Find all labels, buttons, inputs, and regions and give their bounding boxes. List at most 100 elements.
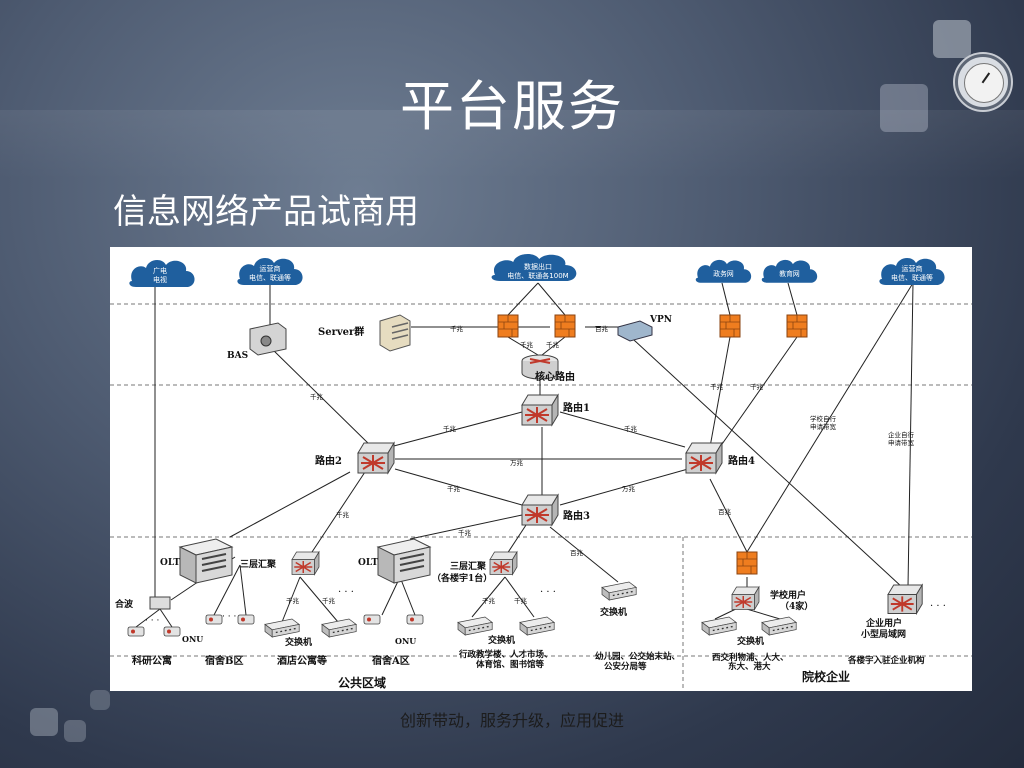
cloud-isp-right: 运营商 电信、联通等 <box>879 257 945 285</box>
site-label: 东大、港大 <box>728 661 771 672</box>
cloud-data-exit-label: 电信、联通各100M <box>507 271 568 280</box>
switch-label: 交换机 <box>285 636 312 648</box>
svg-text:电信、联通等: 电信、联通等 <box>891 273 933 282</box>
page-title: 平台服务 <box>400 75 624 138</box>
splitter-device <box>149 596 171 610</box>
link-label: 企业自行 <box>888 430 915 439</box>
onu-left-label: ONU <box>182 634 203 644</box>
onu-mid-label: ONU <box>395 636 416 646</box>
school-users-label: 学校用户 <box>770 589 806 601</box>
link-label: 百兆 <box>570 548 584 557</box>
site-label: 科研公寓 <box>132 654 172 667</box>
ellipsis: · · · <box>930 601 946 612</box>
router-2 <box>357 442 395 474</box>
link-label: 千兆 <box>336 510 350 519</box>
link-label: 千兆 <box>447 484 461 493</box>
router-1-label: 路由1 <box>563 401 590 414</box>
link-label: 申请带宽 <box>888 438 915 447</box>
onu-icon <box>127 626 145 637</box>
connection-lines <box>135 282 914 628</box>
switch-label: 交换机 <box>488 634 515 646</box>
cloud-edu-net: 教育网 <box>761 259 818 283</box>
svg-text:广电: 广电 <box>153 266 167 275</box>
olt-left <box>179 538 233 584</box>
link-label: 万兆 <box>510 458 524 467</box>
network-diagram: 广电 电视 运营商 电信、联通等 数据出口 电信、联通各100M 政务网 教育网… <box>110 247 972 691</box>
slide-footer: 创新带动，服务升级，应用促进 <box>399 711 624 730</box>
ellipsis: · · · <box>222 612 236 622</box>
olt-mid-label: OLT <box>358 558 378 568</box>
slide-subtitle: 信息网络产品试商用 <box>113 192 419 232</box>
enterprise-switch <box>887 584 924 615</box>
switch-icon <box>264 618 300 638</box>
site-label: 体育馆、图书馆等 <box>476 659 545 670</box>
site-label: 公安分局等 <box>604 661 647 672</box>
school-users-count: （4家） <box>780 600 813 612</box>
cloud-data-exit-label: 数据出口 <box>524 262 552 271</box>
splitter-label: 合波 <box>115 598 134 610</box>
ellipsis: · · · <box>540 587 556 598</box>
link-label: 千兆 <box>546 340 560 349</box>
firewall-icon <box>719 314 741 338</box>
site-label: 西交利物浦、人大、 <box>712 652 789 663</box>
link-label: 千兆 <box>710 382 724 391</box>
zone-campus-label: 院校企业 <box>802 669 850 684</box>
decorative-square <box>933 20 971 58</box>
cloud-isp: 运营商 电信、联通等 <box>237 257 303 285</box>
link-label: 百兆 <box>595 324 609 333</box>
switch-icon <box>457 616 493 636</box>
olt-left-label: OLT <box>160 558 180 568</box>
school-router <box>731 586 760 611</box>
olt-mid <box>377 538 431 584</box>
switch-label: 交换机 <box>600 606 627 618</box>
firewall-icon <box>497 314 519 338</box>
link-label: 百兆 <box>718 507 732 516</box>
header-band <box>0 110 1024 180</box>
svg-text:政务网: 政务网 <box>713 269 734 278</box>
onu-icon <box>406 614 424 625</box>
switch-icon <box>601 581 637 601</box>
site-label: 酒店公寓等 <box>277 654 327 667</box>
link-label: 千兆 <box>624 424 638 433</box>
aggregation-router-mid <box>489 551 518 576</box>
router-3 <box>521 494 559 526</box>
bas-label: BAS <box>227 351 248 361</box>
site-label: 行政教学楼、人才市场、 <box>458 649 553 660</box>
site-label: 宿舍A区 <box>372 654 410 667</box>
link-label: 千兆 <box>450 324 464 333</box>
onu-icon <box>205 614 223 625</box>
router-3-label: 路由3 <box>563 509 590 522</box>
firewall-icon <box>736 551 758 575</box>
link-label: 千兆 <box>443 424 457 433</box>
link-label: 申请带宽 <box>810 422 837 431</box>
cloud-broadcast: 广电 电视 <box>129 259 195 287</box>
switch-icon <box>321 618 357 638</box>
switch-icon <box>761 616 797 636</box>
switch-label: 交换机 <box>737 635 764 647</box>
core-router-label: 核心路由 <box>535 370 575 383</box>
link-label: 千兆 <box>286 596 300 605</box>
link-label: 万兆 <box>622 484 636 493</box>
firewall-icon <box>554 314 576 338</box>
link-label: 千兆 <box>482 596 496 605</box>
router-1 <box>521 394 559 426</box>
link-label: 千兆 <box>514 596 528 605</box>
router-2-label: 路由2 <box>315 454 342 467</box>
switch-icon <box>701 616 737 636</box>
aggregation-router-left <box>291 551 320 576</box>
vpn-device <box>617 320 653 342</box>
link-label: 学校自行 <box>810 414 837 423</box>
site-label: 宿舍B区 <box>205 654 243 667</box>
router-4-label: 路由4 <box>728 454 755 467</box>
site-label: 各楼宇入驻企业机构 <box>847 655 925 666</box>
svg-text:电信、联通等: 电信、联通等 <box>249 273 291 282</box>
svg-text:运营商: 运营商 <box>902 264 923 273</box>
onu-icon <box>163 626 181 637</box>
svg-text:电视: 电视 <box>153 275 167 284</box>
svg-text:运营商: 运营商 <box>260 264 281 273</box>
aggregation-mid-label: 三层汇聚 <box>450 560 487 572</box>
site-label: 幼儿园、公交始末站、 <box>595 651 680 662</box>
onu-icon <box>237 614 255 625</box>
enterprise-lan-label: 小型局域网 <box>860 628 906 640</box>
bas-device <box>249 322 287 356</box>
